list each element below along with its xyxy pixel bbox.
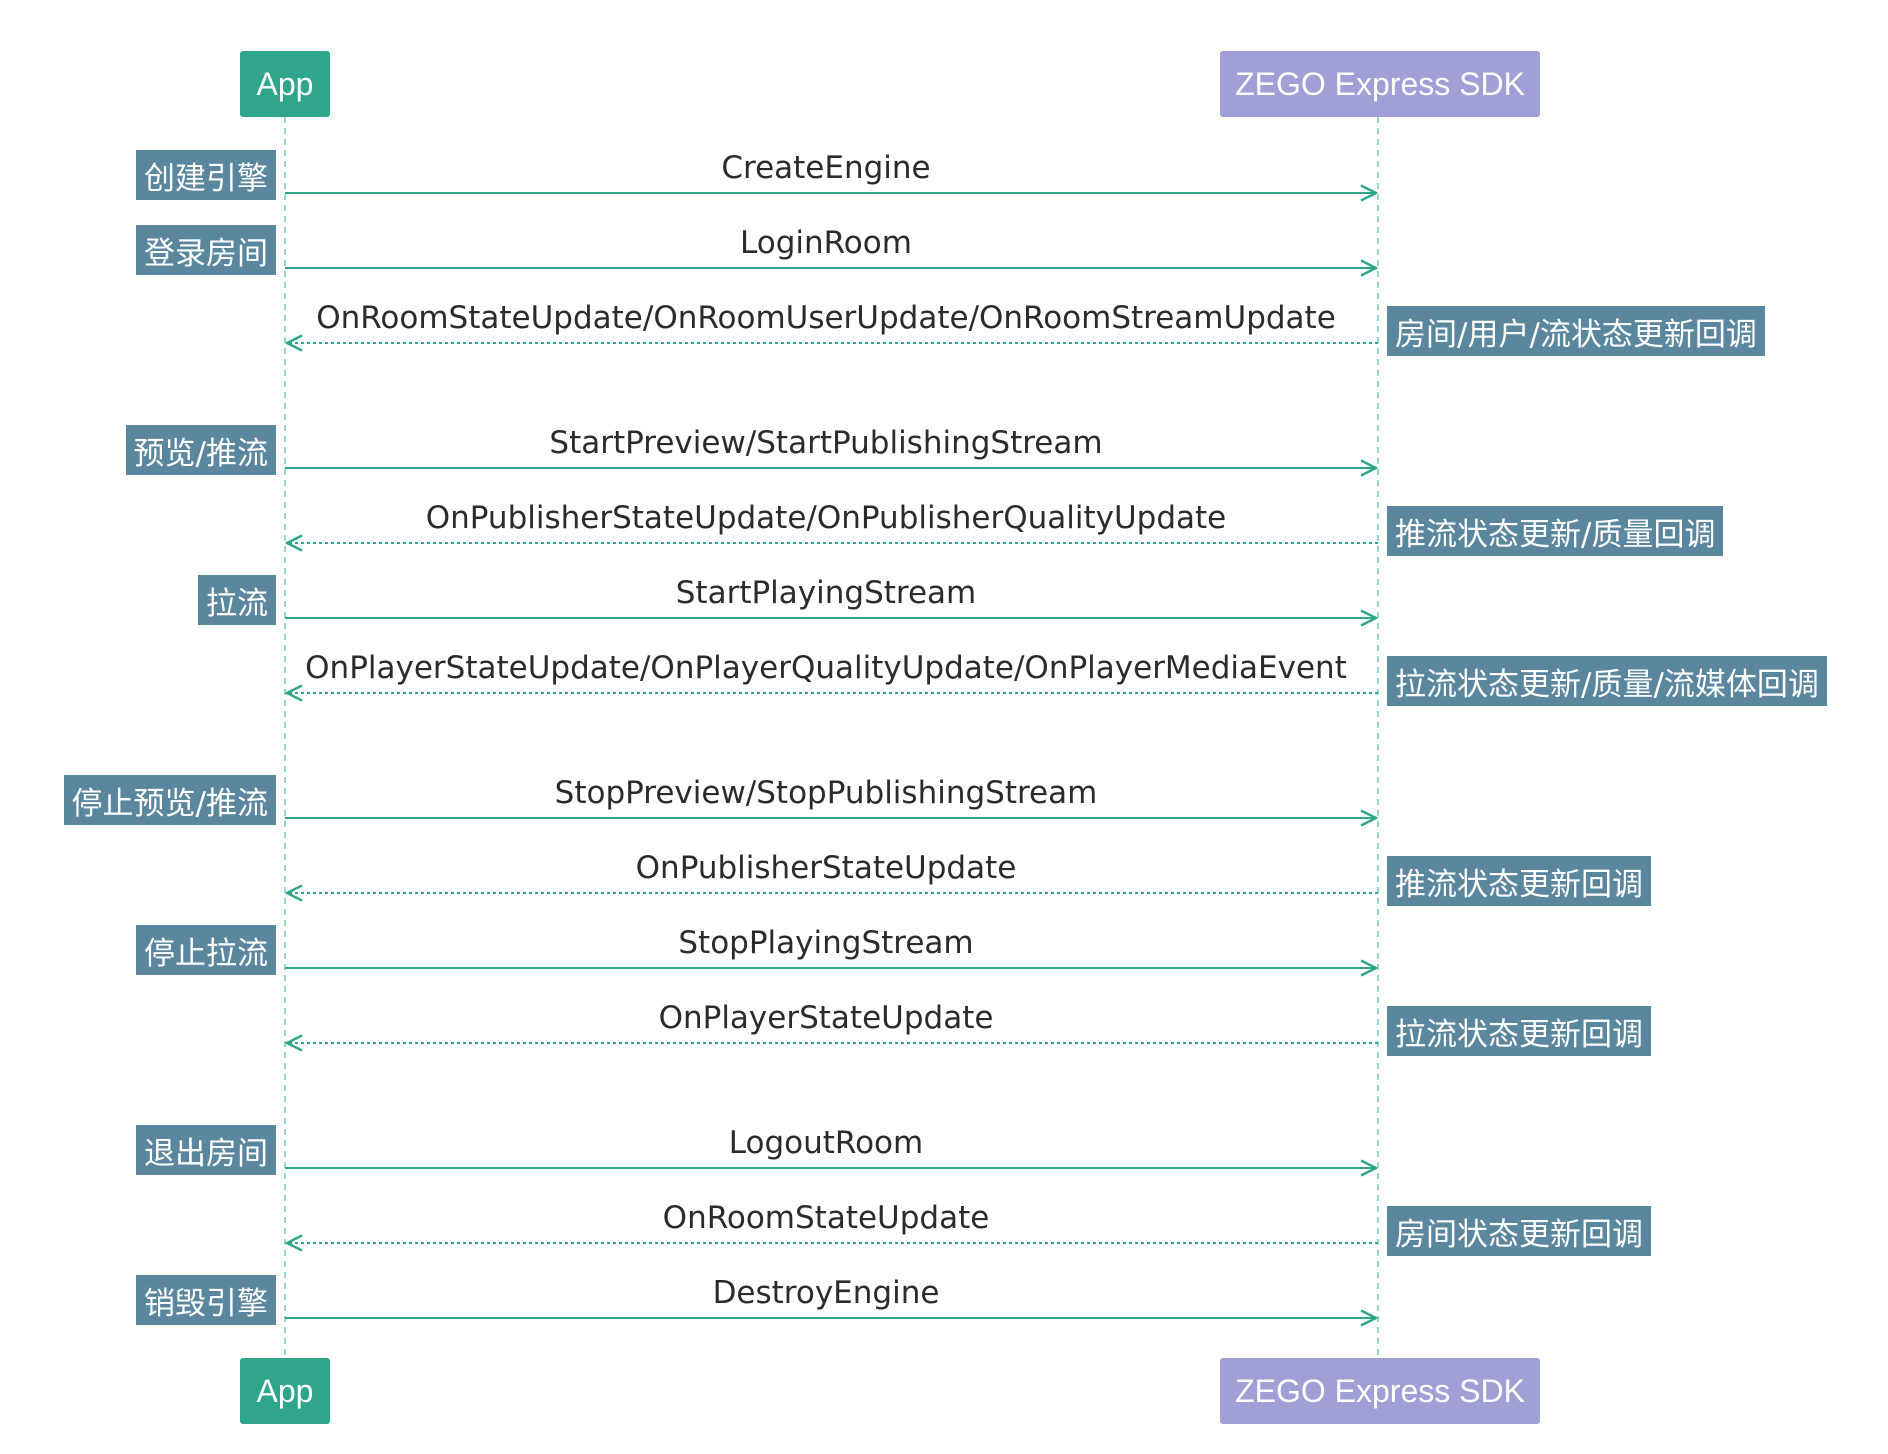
- message-label: OnPublisherStateUpdate/OnPublisherQualit…: [425, 500, 1227, 536]
- step-tag: 停止预览/推流: [63, 775, 276, 825]
- step-tag: 拉流: [198, 575, 276, 625]
- callback-note: 拉流状态更新回调: [1387, 1006, 1651, 1056]
- message-label: OnPlayerStateUpdate: [658, 1000, 994, 1036]
- message-label: OnRoomStateUpdate: [662, 1200, 990, 1236]
- message-label: CreateEngine: [721, 150, 931, 186]
- app-participant-top: App: [240, 51, 330, 117]
- step-tag: 停止拉流: [136, 925, 276, 975]
- step-tag: 退出房间: [136, 1125, 276, 1175]
- message-label: LogoutRoom: [728, 1125, 924, 1161]
- message-label: StopPreview/StopPublishingStream: [554, 775, 1098, 811]
- message-label: OnPlayerStateUpdate/OnPlayerQualityUpdat…: [305, 650, 1347, 686]
- callback-note: 房间/用户/流状态更新回调: [1387, 306, 1765, 356]
- app-participant-bottom: App: [240, 1358, 330, 1424]
- sdk-participant-bottom: ZEGO Express SDK: [1220, 1358, 1540, 1424]
- callback-note: 推流状态更新回调: [1387, 856, 1651, 906]
- message-label: StopPlayingStream: [678, 925, 974, 961]
- message-label: OnRoomStateUpdate/OnRoomUserUpdate/OnRoo…: [316, 300, 1336, 336]
- callback-note: 拉流状态更新/质量/流媒体回调: [1387, 656, 1827, 706]
- sdk-participant-top: ZEGO Express SDK: [1220, 51, 1540, 117]
- step-tag: 预览/推流: [125, 425, 276, 475]
- message-label: StartPreview/StartPublishingStream: [549, 425, 1103, 461]
- message-label: LoginRoom: [740, 225, 912, 261]
- step-tag: 销毁引擎: [136, 1275, 276, 1325]
- step-tag: 创建引擎: [136, 150, 276, 200]
- callback-note: 推流状态更新/质量回调: [1387, 506, 1724, 556]
- message-label: OnPublisherStateUpdate: [635, 850, 1017, 886]
- step-tag: 登录房间: [136, 225, 276, 275]
- message-label: DestroyEngine: [712, 1275, 940, 1311]
- message-label: StartPlayingStream: [675, 575, 977, 611]
- callback-note: 房间状态更新回调: [1387, 1206, 1651, 1256]
